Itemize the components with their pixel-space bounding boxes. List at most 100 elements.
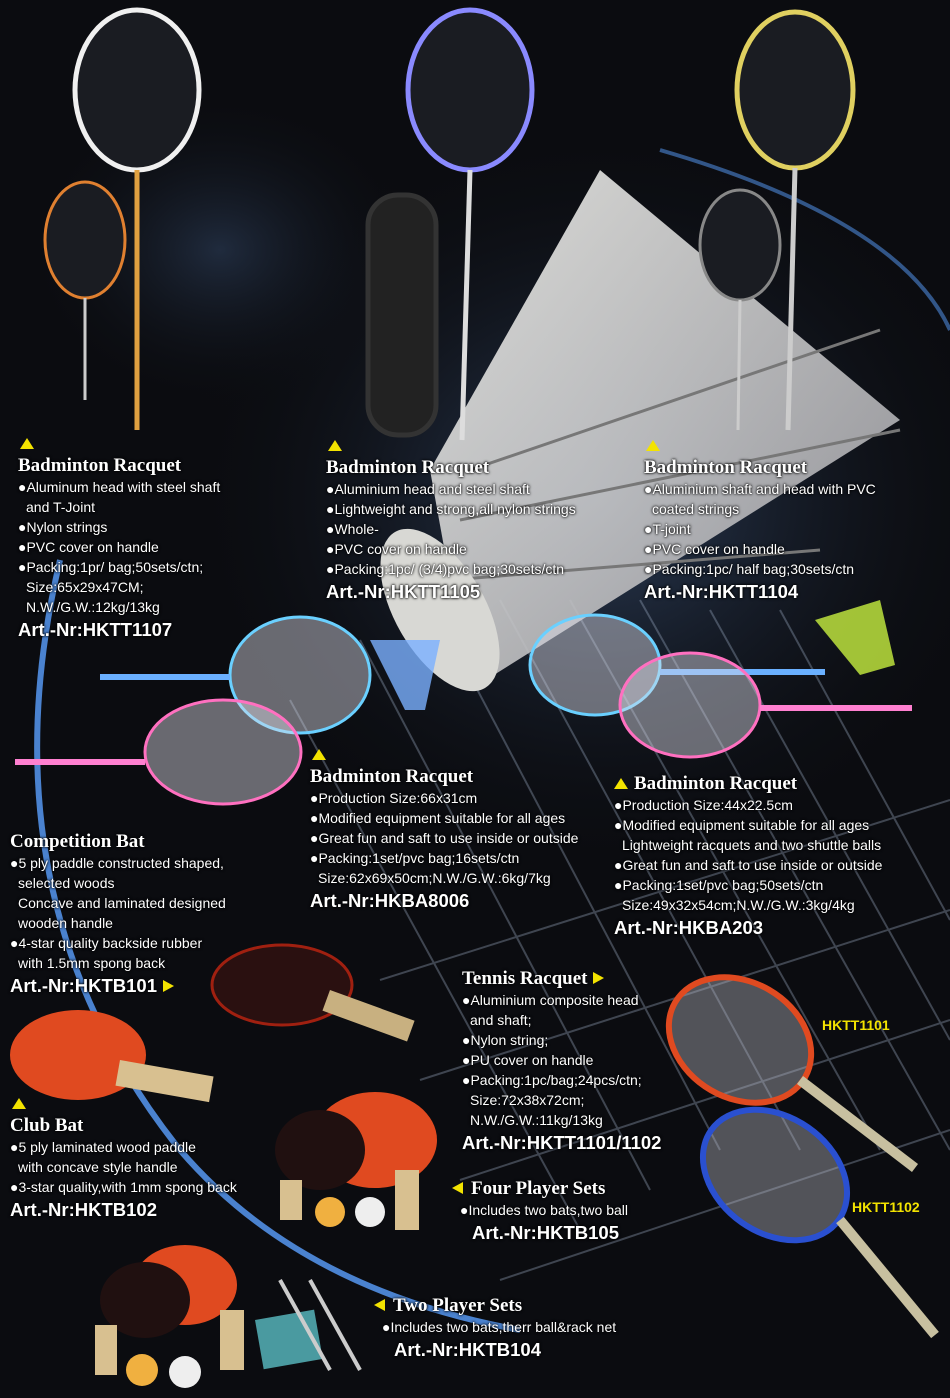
product-feature-line: coated strings — [652, 501, 740, 517]
product-title-row: Competition Bat — [10, 831, 226, 853]
article-number-text: Art.-Nr:HKBA203 — [614, 917, 764, 938]
product-feature-line: Concave and laminated designed — [18, 895, 226, 911]
product-feature-line: Size:65x29x47CM; — [26, 579, 144, 595]
product-feature-line: ●PVC cover on handle — [18, 539, 159, 555]
product-feature-line: ●Nylon string; — [462, 1032, 549, 1048]
product-title: Four Player Sets — [471, 1178, 606, 1199]
tennis-racquet-label-1101: HKTT1101 — [822, 1017, 890, 1033]
marker-arrow-left-icon — [452, 1182, 463, 1194]
product-title-row: Tennis Racquet — [462, 968, 661, 990]
product-feature-line: ●PVC cover on handle — [644, 541, 785, 557]
product-block-hktt1105: Badminton Racquet ●Aluminium head and ste… — [326, 440, 576, 605]
article-number: Art.-Nr:HKTB105 — [452, 1220, 628, 1246]
product-title-row: Two Player Sets — [374, 1295, 616, 1317]
product-title-row: Badminton Racquet — [326, 457, 576, 479]
marker-triangle-icon — [20, 438, 34, 449]
marker-arrow-left-icon — [374, 1299, 385, 1311]
article-number-text: Art.-Nr:HKBA8006 — [310, 890, 470, 911]
product-block-hkba203: Badminton Racquet ●Production Size:44x22.… — [614, 773, 882, 941]
product-feature-line: ●Packing:1set/pvc bag;16sets/ctn — [310, 850, 520, 866]
article-number: Art.-Nr:HKTB102 — [10, 1197, 237, 1223]
product-feature-line: with 1.5mm spong back — [18, 955, 166, 971]
product-block-hktb105: Four Player Sets ●Includes two bats,two b… — [452, 1178, 628, 1246]
product-title: Badminton Racquet — [18, 455, 182, 476]
tennis-racquet-label-1102: HKTT1102 — [852, 1199, 920, 1215]
article-number-text: Art.-Nr:HKTB105 — [472, 1222, 619, 1243]
product-feature-line: ●Packing:1pc/bag;24pcs/ctn; — [462, 1072, 642, 1088]
product-feature-line: and shaft; — [470, 1012, 532, 1028]
product-feature-line: ●Aluminium shaft and head with PVC — [644, 481, 876, 497]
product-feature-line: and T-Joint — [26, 499, 96, 515]
product-title: Badminton Racquet — [644, 457, 808, 478]
product-title-row: Badminton Racquet — [644, 457, 876, 479]
product-feature-line: N.W./G.W.:12kg/13kg — [26, 599, 160, 615]
product-feature-line: N.W./G.W.:11kg/13kg — [470, 1112, 603, 1128]
product-feature-line: ●T-joint — [644, 521, 691, 537]
product-block-hktt1101-1102: Tennis Racquet ●Aluminium composite head a… — [462, 968, 661, 1156]
product-feature-line: Size:49x32x54cm;N.W./G.W.:3kg/4kg — [622, 897, 855, 913]
product-feature-line: ●Packing:1pc/ (3/4)pvc bag;30sets/ctn — [326, 561, 565, 577]
product-feature-line: ●Includes two bats,two ball — [460, 1202, 628, 1218]
product-feature-line: Lightweight racquets and two shuttle bal… — [622, 837, 882, 853]
marker-triangle-icon — [646, 440, 660, 451]
product-feature-line: ●Production Size:66x31cm — [310, 790, 478, 806]
article-number: Art.-Nr:HKTT1101/1102 — [462, 1130, 661, 1156]
product-title: Badminton Racquet — [310, 766, 474, 787]
product-title: Badminton Racquet — [326, 457, 490, 478]
marker-arrow-right-icon — [593, 972, 605, 984]
shuttlecock-image — [380, 170, 901, 692]
product-title-row: Four Player Sets — [452, 1178, 628, 1200]
article-number: Art.-Nr:HKTB101 — [10, 973, 226, 999]
marker-triangle-icon — [614, 778, 628, 789]
article-number: Art.-Nr:HKBA203 — [614, 915, 882, 941]
product-feature-line: ●Includes two bats,therr ball&rack net — [382, 1319, 617, 1335]
article-number-text: Art.-Nr:HKTB101 — [10, 975, 157, 996]
article-number-text: Art.-Nr:HKTT1101/1102 — [462, 1132, 662, 1153]
product-feature-line: ●Production Size:44x22.5cm — [614, 797, 793, 813]
article-number: Art.-Nr:HKTT1107 — [18, 617, 220, 643]
product-feature-line: ●PVC cover on handle — [326, 541, 467, 557]
product-title-row: Club Bat — [10, 1115, 237, 1137]
article-number-text: Art.-Nr:HKTT1104 — [644, 581, 799, 602]
marker-arrow-right-icon — [163, 980, 174, 992]
product-feature-line: ●Aluminium head and steel shaft — [326, 481, 530, 497]
article-number-text: Art.-Nr:HKTB104 — [394, 1339, 541, 1360]
marker-triangle-icon — [328, 440, 342, 451]
product-feature-line: ●Lightweight and strong,all nylon string… — [326, 501, 576, 517]
product-feature-line: ●Aluminium composite head — [462, 992, 639, 1008]
product-feature-line: ●Packing:1set/pvc bag;50sets/ctn — [614, 877, 824, 893]
product-block-hkba8006: Badminton Racquet ●Production Size:66x31c… — [310, 749, 579, 914]
product-feature-line: ●5 ply laminated wood paddle — [10, 1139, 196, 1155]
product-title-row: Badminton Racquet — [310, 766, 578, 788]
product-block-hktb101: Competition Bat ●5 ply paddle constructed… — [10, 831, 226, 999]
article-number-text: Art.-Nr:HKTT1105 — [326, 581, 481, 602]
product-block-hktb104: Two Player Sets ●Includes two bats,therr … — [374, 1295, 616, 1363]
product-feature-line: selected woods — [18, 875, 115, 891]
marker-triangle-icon — [12, 1098, 26, 1109]
product-feature-line: ●Aluminum head with steel shaft — [18, 479, 221, 495]
marker-triangle-icon — [312, 749, 326, 760]
article-number: Art.-Nr:HKTB104 — [374, 1337, 616, 1363]
product-feature-line: ●Packing:1pr/ bag;50sets/ctn; — [18, 559, 204, 575]
product-feature-line: ●3-star quality,with 1mm spong back — [10, 1179, 237, 1195]
article-number: Art.-Nr:HKTT1105 — [326, 579, 576, 605]
product-feature-line: Size:72x38x72cm; — [470, 1092, 585, 1108]
product-title-row: Badminton Racquet — [614, 773, 882, 795]
product-title: Tennis Racquet — [462, 968, 588, 989]
product-block-hktt1104: Badminton Racquet ●Aluminium shaft and he… — [644, 440, 876, 605]
article-number-text: Art.-Nr:HKTT1107 — [18, 619, 173, 640]
product-feature-line: ●4-star quality backside rubber — [10, 935, 203, 951]
product-feature-line: ●Great fun and saft to use inside or out… — [614, 857, 883, 873]
product-feature-line: ●Whole- — [326, 521, 379, 537]
product-title-row: Badminton Racquet — [18, 455, 220, 477]
product-feature-line: ●Great fun and saft to use inside or out… — [310, 830, 579, 846]
product-feature-line: ●Packing:1pc/ half bag;30sets/ctn — [644, 561, 855, 577]
article-number: Art.-Nr:HKBA8006 — [310, 888, 578, 914]
product-title: Badminton Racquet — [634, 773, 798, 794]
product-title: Club Bat — [10, 1115, 84, 1136]
product-title: Two Player Sets — [393, 1295, 523, 1316]
product-feature-line: ●Modified equipment suitable for all age… — [614, 817, 870, 833]
product-feature-line: ●5 ply paddle constructed shaped, — [10, 855, 224, 871]
